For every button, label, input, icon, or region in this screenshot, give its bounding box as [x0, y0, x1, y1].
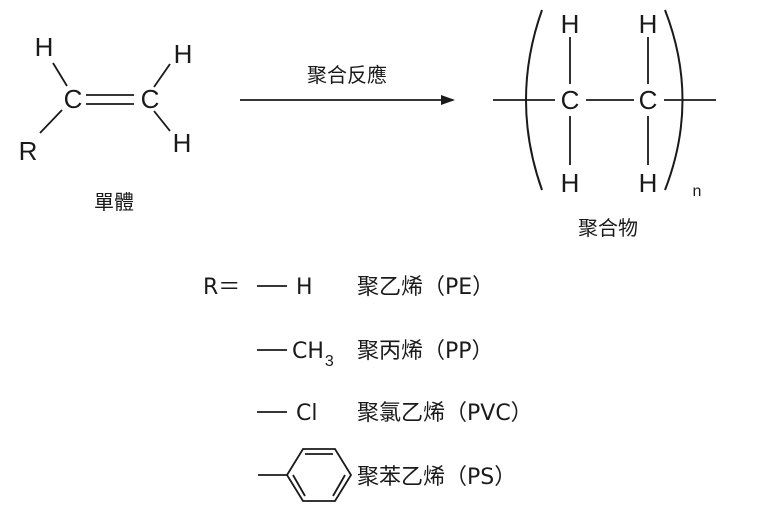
- atom-h-top-right: H: [174, 39, 193, 69]
- repeat-subscript: n: [693, 183, 702, 200]
- monomer-structure: H H C C H R 單體: [19, 32, 193, 214]
- atom-h-bottom-right: H: [173, 128, 192, 158]
- substituent-row: H 聚乙烯（PE）: [257, 275, 494, 300]
- bond-c-h-top-right: [153, 63, 171, 88]
- atom-h-top-1: H: [561, 9, 580, 39]
- monomer-label: 單體: [94, 190, 134, 214]
- atom-c-2: C: [639, 85, 658, 115]
- r-prefix: R＝: [203, 275, 240, 300]
- substituent-row: CH3 聚丙烯（PP）: [257, 339, 494, 370]
- reaction-label: 聚合反應: [307, 63, 387, 87]
- bond-h-c-left: [52, 62, 68, 87]
- atom-c-1: C: [561, 85, 580, 115]
- substituent-row: 聚苯乙烯（PS）: [258, 448, 516, 502]
- atom-h-bottom-1: H: [561, 168, 580, 198]
- bond-c-r: [39, 109, 63, 134]
- group-formula: CH3: [292, 339, 334, 370]
- polymer-name: 聚苯乙烯（PS）: [357, 465, 516, 490]
- group-formula: H: [296, 275, 313, 300]
- atom-h-bottom-2: H: [639, 168, 658, 198]
- benzene-ring-icon: [285, 448, 353, 502]
- polymer-name: 聚氯乙烯（PVC）: [357, 401, 533, 426]
- group-formula: Cl: [296, 401, 317, 426]
- reaction-arrow: 聚合反應: [240, 63, 455, 105]
- substituent-list: R＝ H 聚乙烯（PE） CH3 聚丙烯（PP） Cl 聚氯乙烯（PVC）: [203, 275, 533, 502]
- polymer-name: 聚乙烯（PE）: [357, 275, 494, 300]
- atom-c-right: C: [141, 84, 160, 114]
- atom-r: R: [19, 136, 38, 166]
- polymer-label: 聚合物: [578, 216, 638, 240]
- polymer-structure: H H C C H H n 聚合物: [493, 9, 716, 240]
- substituent-row: Cl 聚氯乙烯（PVC）: [257, 401, 533, 426]
- atom-h-top-left: H: [35, 32, 54, 62]
- atom-c-left: C: [64, 84, 83, 114]
- atom-h-top-2: H: [639, 9, 658, 39]
- polymer-name: 聚丙烯（PP）: [357, 339, 494, 364]
- bond-c-h-bottom-right: [153, 110, 171, 132]
